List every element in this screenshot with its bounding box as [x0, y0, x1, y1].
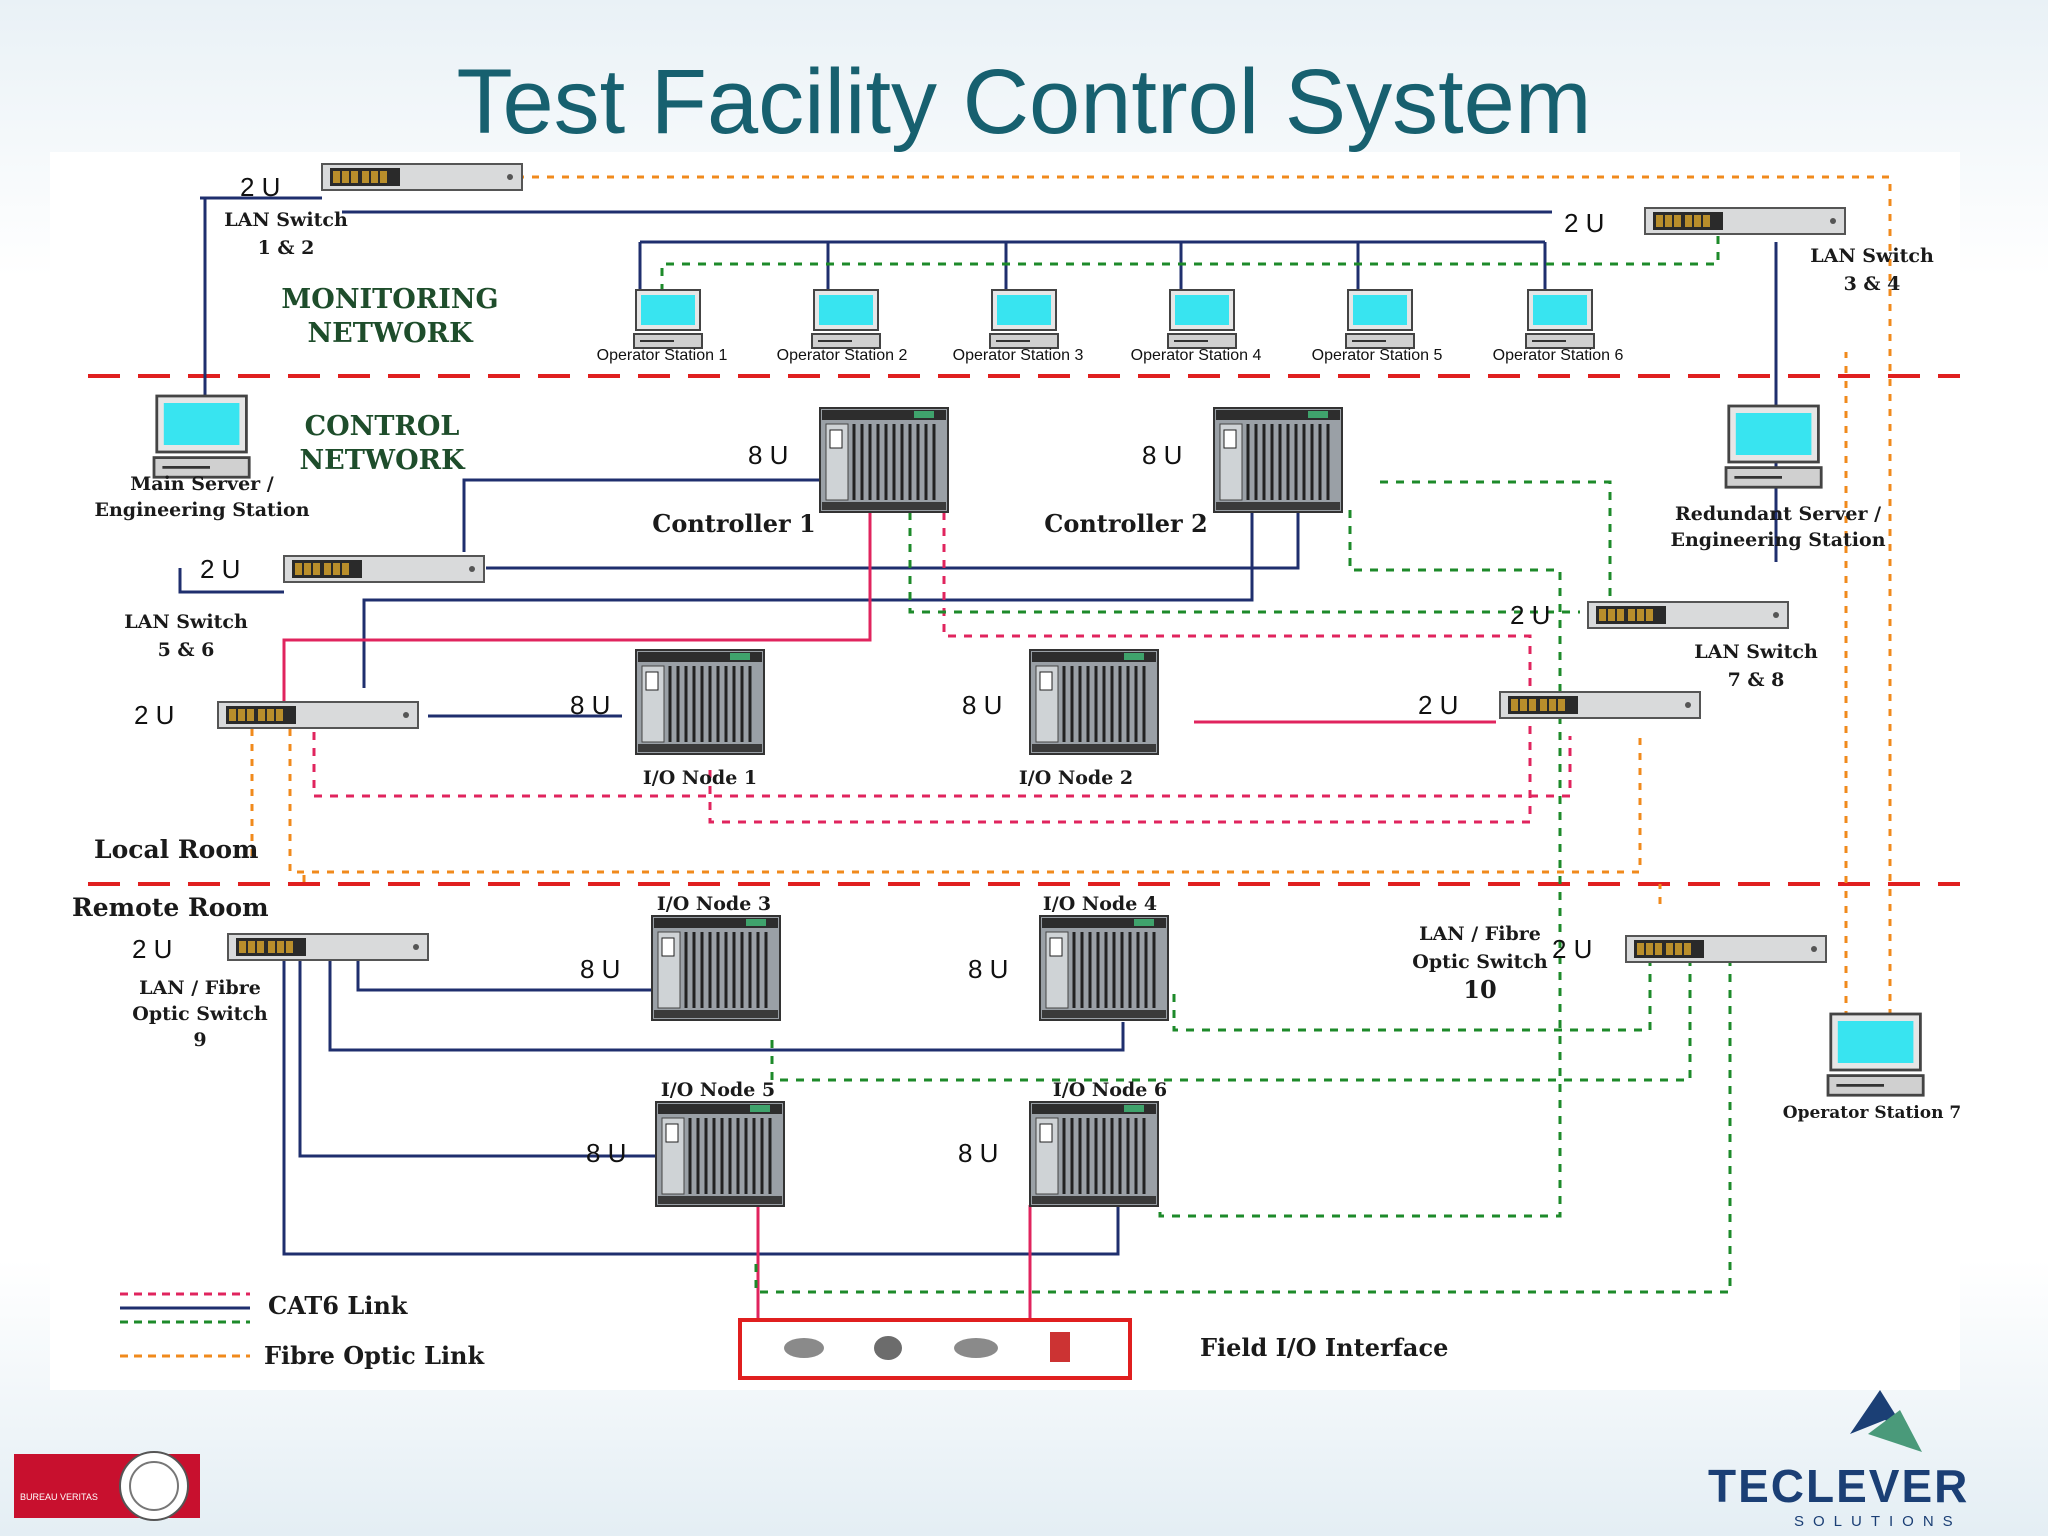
- switch-size-3-4: 2 U: [1564, 208, 1604, 238]
- switch-label-5-6-b: 5 & 6: [158, 639, 215, 661]
- switch-label-9-b: Optic Switch: [132, 1003, 268, 1025]
- field-io-interface-box: [738, 1318, 1132, 1380]
- cat6-blue-links: [178, 196, 1778, 1256]
- teclever-subtitle: SOLUTIONS: [1794, 1513, 1962, 1530]
- io-node-5-size: 8 U: [586, 1138, 626, 1168]
- io-node-3-label: I/O Node 3: [657, 893, 771, 915]
- lan-switch-7-8: [1587, 601, 1789, 629]
- io-node-2-rack: [1028, 648, 1160, 756]
- main-server-label-b: Engineering Station: [94, 499, 309, 521]
- io-node-2-size: 8 U: [962, 690, 1002, 720]
- operator-station-1-label: Operator Station 1: [597, 347, 728, 364]
- zone-label-monitoring-1: MONITORING: [281, 284, 498, 315]
- redundant-server-label-a: Redundant Server /: [1675, 503, 1881, 525]
- controller-1-label: Controller 1: [652, 509, 816, 538]
- switch-label-1-2-a: LAN Switch: [224, 209, 348, 231]
- lan-switch-1-2: [321, 163, 523, 191]
- io-node-3-size: 8 U: [580, 954, 620, 984]
- io-node-6-rack: [1028, 1100, 1160, 1208]
- operator-station-4-label: Operator Station 4: [1131, 347, 1262, 364]
- lan-switch-5-6-local: [217, 701, 419, 729]
- legend-fibre-label: Fibre Optic Link: [264, 1341, 486, 1370]
- switch-size-9: 2 U: [132, 934, 172, 964]
- operator-station-4-pc: [1167, 289, 1237, 349]
- io-node-4-rack: [1038, 914, 1170, 1022]
- switch-label-3-4-b: 3 & 4: [1844, 273, 1901, 295]
- switch-size-5-6-local: 2 U: [134, 700, 174, 730]
- io-node-5-label: I/O Node 5: [661, 1079, 775, 1101]
- controller-1-rack: [818, 406, 950, 514]
- io-node-3-rack: [650, 914, 782, 1022]
- legend-cat6-label: CAT6 Link: [268, 1291, 409, 1320]
- io-node-1-label: I/O Node 1: [643, 767, 757, 789]
- switch-label-7-8-a: LAN Switch: [1694, 641, 1818, 663]
- controller-2-size: 8 U: [1142, 440, 1182, 470]
- switch-label-9-a: LAN / Fibre: [139, 977, 261, 999]
- operator-station-3-pc: [989, 289, 1059, 349]
- operator-station-3-label: Operator Station 3: [953, 347, 1084, 364]
- lan-switch-3-4: [1644, 207, 1846, 235]
- controller-1-size: 8 U: [748, 440, 788, 470]
- controller-2-rack: [1212, 406, 1344, 514]
- io-node-4-label: I/O Node 4: [1043, 893, 1157, 915]
- fibre-optic-switch-10: [1625, 935, 1827, 963]
- legend-fibre-lines: [120, 1320, 250, 1358]
- switch-label-7-8-b: 7 & 8: [1728, 669, 1785, 691]
- operator-station-7-label: Operator Station 7: [1783, 1103, 1960, 1123]
- io-node-6-size: 8 U: [958, 1138, 998, 1168]
- network-diagram: MONITORING NETWORK CONTROL NETWORK Local…: [50, 152, 1960, 1390]
- switch-label-5-6-a: LAN Switch: [124, 611, 248, 633]
- bureau-veritas-logo: BUREAU VERITAS: [14, 1448, 200, 1524]
- io-node-1-size: 8 U: [570, 690, 610, 720]
- zone-label-monitoring-2: NETWORK: [307, 318, 474, 349]
- field-io-label: Field I/O Interface: [1200, 1333, 1448, 1362]
- operator-station-5-pc: [1345, 289, 1415, 349]
- zone-label-control-1: CONTROL: [305, 411, 460, 442]
- switch-label-1-2-b: 1 & 2: [258, 237, 315, 259]
- switch-size-10: 2 U: [1552, 934, 1592, 964]
- switch-size-7-8-local: 2 U: [1418, 690, 1458, 720]
- switch-size-5-6: 2 U: [200, 554, 240, 584]
- switch-label-10-num: 10: [1463, 975, 1496, 1004]
- fibre-green-links: [660, 234, 1732, 1294]
- teclever-logo: TECLEVER SOLUTIONS: [1700, 1390, 2040, 1530]
- io-node-1-rack: [634, 648, 766, 756]
- switch-label-3-4-a: LAN Switch: [1810, 245, 1934, 267]
- redundant-server-pc: [1724, 404, 1823, 489]
- operator-station-6-label: Operator Station 6: [1493, 347, 1624, 364]
- redundant-server-label-b: Engineering Station: [1670, 529, 1885, 551]
- io-node-5-rack: [654, 1100, 786, 1208]
- operator-station-6-pc: [1525, 289, 1595, 349]
- switch-label-9-c: 9: [193, 1029, 206, 1051]
- controller-2-label: Controller 2: [1044, 509, 1208, 538]
- operator-station-2-label: Operator Station 2: [777, 347, 908, 364]
- operator-station-2-pc: [811, 289, 881, 349]
- teclever-wordmark: TECLEVER: [1708, 1460, 1969, 1512]
- lan-switch-7-8-local: [1499, 691, 1701, 719]
- operator-station-7-pc: [1826, 1012, 1925, 1097]
- cat6-red-dashed-links: [312, 512, 1572, 824]
- zone-label-control-2: NETWORK: [299, 445, 466, 476]
- switch-size-7-8: 2 U: [1510, 600, 1550, 630]
- page-title: Test Facility Control System: [456, 51, 1592, 153]
- operator-station-1-pc: [633, 289, 703, 349]
- main-server-label-a: Main Server /: [130, 473, 274, 495]
- io-node-4-size: 8 U: [968, 954, 1008, 984]
- operator-station-5-label: Operator Station 5: [1312, 347, 1443, 364]
- fibre-orange-links: [250, 175, 1892, 1018]
- main-server-pc: [152, 394, 251, 479]
- bureau-veritas-text: BUREAU VERITAS: [20, 1492, 98, 1502]
- io-node-6-label: I/O Node 6: [1053, 1079, 1167, 1101]
- fibre-optic-switch-9: [227, 933, 429, 961]
- cat6-red-links: [282, 512, 1496, 1326]
- legend-cat6-lines: [120, 1292, 250, 1310]
- lan-switch-5-6: [283, 555, 485, 583]
- switch-label-10-a: LAN / Fibre: [1419, 923, 1541, 945]
- zone-label-remote-room: Remote Room: [72, 893, 269, 922]
- zone-label-local-room: Local Room: [94, 835, 258, 864]
- switch-label-10-b: Optic Switch: [1412, 951, 1548, 973]
- io-node-2-label: I/O Node 2: [1019, 767, 1133, 789]
- switch-size-1-2: 2 U: [240, 172, 280, 202]
